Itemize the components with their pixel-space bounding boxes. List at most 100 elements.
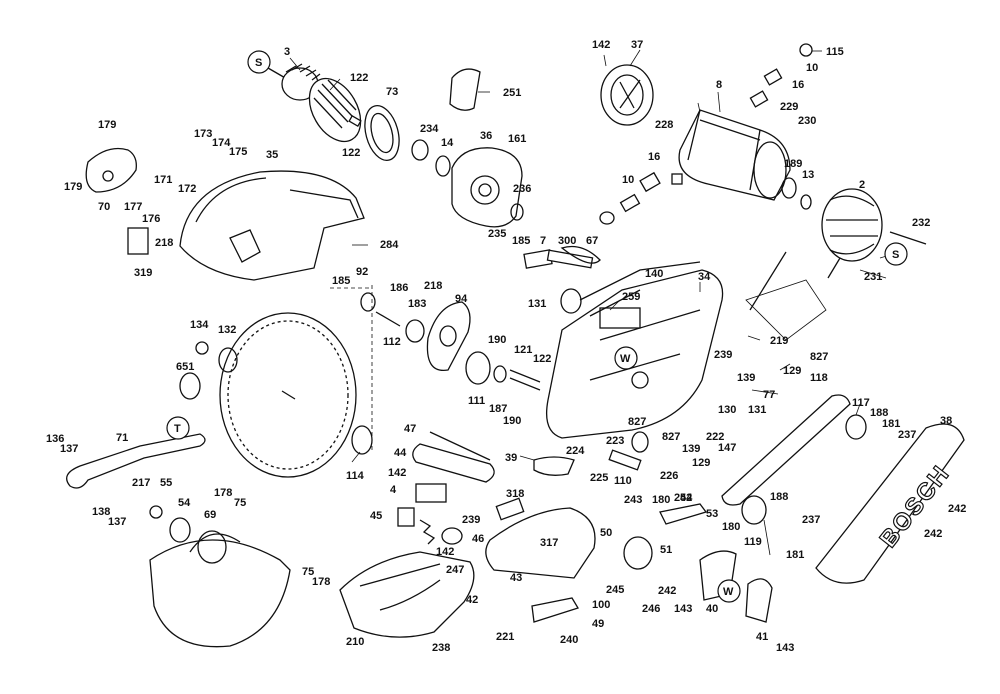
part-number: 143 — [776, 642, 794, 654]
part-number: 136 — [46, 433, 64, 445]
part-number: 50 — [600, 527, 612, 539]
part-number: 181 — [882, 418, 900, 430]
blade-wrench-part — [66, 433, 206, 489]
svg-text:S: S — [892, 249, 899, 261]
part-number: 139 — [737, 372, 755, 384]
part-number: 114 — [346, 470, 365, 482]
part-number: 117 — [852, 397, 870, 409]
part-number: 112 — [383, 336, 401, 348]
part-number: 131 — [748, 404, 766, 416]
part-number: 36 — [480, 130, 492, 142]
part-number: 827 — [662, 431, 680, 443]
bearing-ring-part — [364, 104, 400, 162]
part-number: 218 — [424, 280, 442, 292]
part-number: 228 — [655, 119, 673, 131]
part-number: 224 — [566, 445, 585, 457]
part-number: 187 — [489, 403, 507, 415]
part-number: 173 — [194, 128, 212, 140]
part-number: 55 — [160, 477, 172, 489]
part-number: 319 — [134, 267, 152, 279]
part-number: 219 — [770, 335, 788, 347]
fan-baffle-part — [600, 64, 654, 126]
svg-text:W: W — [620, 353, 631, 365]
part-number: 130 — [718, 404, 736, 416]
part-number: 172 — [178, 183, 196, 195]
part-number: 8 — [716, 79, 722, 91]
part-number: 7 — [540, 235, 546, 247]
part-number: 239 — [462, 514, 480, 526]
part-number: 238 — [432, 642, 450, 654]
part-number: 222 — [706, 431, 724, 443]
part-number: 218 — [155, 237, 173, 249]
part-number: 42 — [466, 594, 478, 606]
part-number: 139 — [682, 443, 700, 455]
part-number: 251 — [503, 87, 521, 99]
part-number: 137 — [60, 443, 78, 455]
part-number: 110 — [614, 475, 632, 487]
part-number: 171 — [154, 174, 172, 186]
rubber-boot-part — [449, 68, 481, 111]
part-number: 161 — [508, 133, 526, 145]
part-number: 177 — [124, 201, 142, 213]
lower-guard-part — [149, 530, 291, 648]
part-number: 69 — [204, 509, 216, 521]
part-number: 71 — [116, 432, 128, 444]
part-number: 100 — [592, 599, 610, 611]
part-number: 46 — [472, 533, 484, 545]
part-number: 178 — [312, 576, 330, 588]
part-number: 190 — [488, 334, 506, 346]
part-number: 226 — [660, 470, 678, 482]
part-number: 142 — [592, 39, 610, 51]
part-number: 318 — [506, 488, 524, 500]
part-number: 10 — [806, 62, 818, 74]
part-number: 284 — [380, 239, 399, 251]
part-number: 40 — [706, 603, 718, 615]
part-number: 147 — [718, 442, 736, 454]
part-number: 121 — [514, 344, 532, 356]
marker-s-top: S — [247, 50, 271, 74]
part-number: 131 — [528, 298, 546, 310]
part-number: 242 — [948, 503, 966, 515]
part-number: 111 — [468, 395, 485, 407]
part-number: 244 — [674, 492, 693, 504]
part-number: 138 — [92, 506, 110, 518]
part-number: 188 — [870, 407, 888, 419]
part-number: 188 — [770, 491, 788, 503]
part-number: 221 — [496, 631, 514, 643]
part-number: 73 — [386, 86, 398, 98]
part-number: 35 — [266, 149, 278, 161]
part-number: 210 — [346, 636, 364, 648]
drive-belt-part — [721, 394, 851, 506]
part-number: 259 — [622, 291, 640, 303]
bearing-cover-part — [426, 301, 471, 372]
part-number: 180 — [722, 521, 740, 533]
switch-housing-part — [485, 507, 596, 579]
part-number: 118 — [810, 372, 828, 384]
part-number: 14 — [441, 137, 454, 149]
marker-w-arm: W — [614, 346, 638, 370]
part-number: 94 — [455, 293, 468, 305]
part-number: 75 — [234, 497, 246, 509]
part-number: 52 — [680, 492, 692, 504]
part-number: 178 — [214, 487, 232, 499]
upper-arm-housing-part — [545, 261, 724, 439]
part-number: 245 — [606, 584, 624, 596]
part-number: 230 — [798, 115, 816, 127]
part-number: 10 — [622, 174, 634, 186]
cover-plate-part — [85, 147, 137, 193]
part-number: 223 — [606, 435, 624, 447]
part-number: 189 — [784, 158, 802, 170]
part-number: 239 — [714, 349, 732, 361]
part-number: 180 — [652, 494, 670, 506]
part-number: 242 — [658, 585, 676, 597]
part-number: 243 — [624, 494, 642, 506]
part-number: 240 — [560, 634, 578, 646]
part-number: 49 — [592, 618, 604, 630]
part-number: 143 — [674, 603, 692, 615]
part-number: 247 — [446, 564, 464, 576]
part-number: 174 — [212, 137, 231, 149]
part-number: 47 — [404, 423, 416, 435]
belt-cover-part: BOSCH — [815, 423, 965, 584]
part-number: 225 — [590, 472, 608, 484]
